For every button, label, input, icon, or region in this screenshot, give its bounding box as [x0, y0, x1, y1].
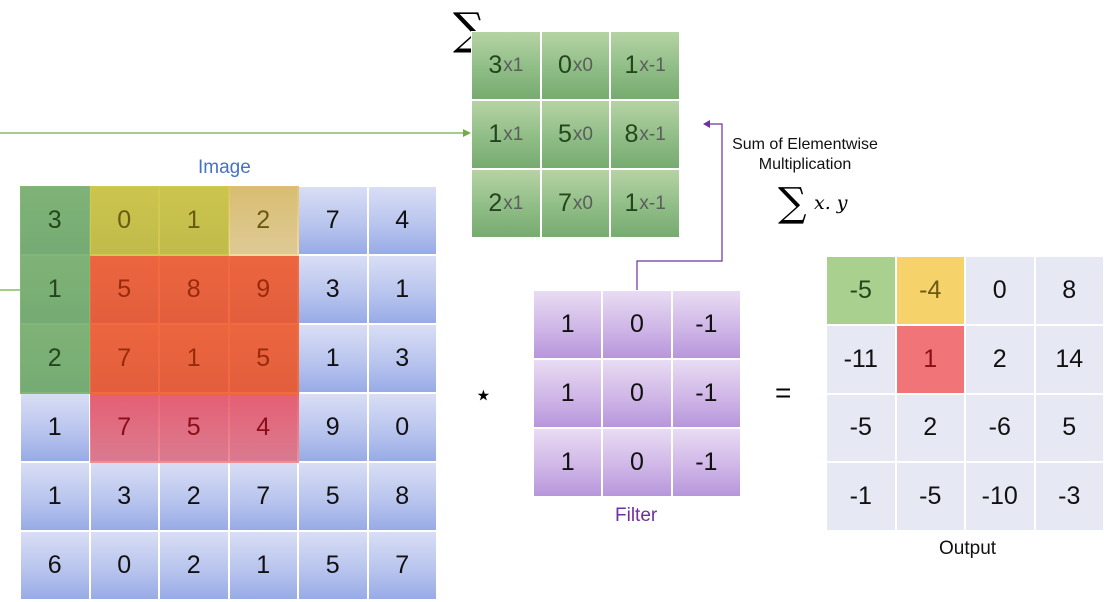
multiplication-value: 3	[488, 51, 503, 79]
filter-label: Filter	[615, 505, 658, 526]
image-cell: 7	[228, 462, 298, 531]
image-cell: 2	[159, 462, 229, 531]
image-cell: 1	[367, 255, 437, 324]
image-cell: 2	[159, 531, 229, 600]
convolution-operator: ⋆	[474, 379, 493, 412]
image-label: Image	[198, 157, 251, 178]
output-cell: -5	[826, 256, 896, 325]
image-cell: 4	[367, 186, 437, 255]
image-cell: 8	[367, 462, 437, 531]
filter-cell: -1	[671, 359, 741, 428]
output-cell: 2	[895, 393, 965, 463]
output-cell: -3	[1034, 462, 1104, 531]
filter-cell: 0	[602, 290, 672, 359]
output-cell: 8	[1034, 256, 1104, 325]
formula-expression: x. y	[814, 192, 848, 214]
output-cell: -10	[965, 462, 1035, 531]
equals-operator: =	[775, 377, 792, 408]
image-cell: 6	[20, 531, 90, 600]
image-cell: 3	[89, 462, 159, 531]
multiplication-value: 1	[624, 189, 639, 217]
multiplication-weight: x-1	[639, 123, 666, 145]
output-cell: -1	[826, 462, 896, 531]
filter-cell: -1	[671, 290, 741, 359]
filter-cell: 0	[602, 359, 672, 428]
image-cell: 5	[298, 462, 368, 531]
multiplication-weight: x0	[572, 192, 593, 214]
filter-cell: 1	[533, 428, 603, 497]
output-cell: 2	[965, 324, 1035, 394]
image-cell: 7	[367, 531, 437, 600]
multiplication-weight: x1	[503, 123, 524, 145]
purple-arrow-head	[703, 120, 710, 128]
multiplication-weight: x-1	[639, 192, 666, 214]
filter-cell: 1	[533, 290, 603, 359]
output-cell: -4	[895, 256, 965, 325]
multiplication-value: 7	[558, 189, 572, 217]
image-cell: 3	[367, 324, 437, 393]
multiplication-weight: x0	[572, 123, 593, 145]
image-cell: 1	[20, 393, 90, 462]
output-cell: -6	[965, 393, 1035, 463]
filter-cell: 0	[602, 428, 672, 497]
multiplication-value: 2	[488, 189, 503, 217]
output-cell: -5	[826, 393, 896, 463]
image-cell: 1	[298, 324, 368, 393]
multiplication-value: 1	[488, 120, 503, 148]
image-cell: 3	[298, 255, 368, 324]
output-cell: 5	[1034, 393, 1104, 463]
multiplication-weight: x1	[503, 192, 524, 214]
image-cell: 0	[367, 393, 437, 462]
output-cell: 14	[1034, 324, 1104, 394]
image-cell: 0	[89, 531, 159, 600]
filter-cell: -1	[671, 428, 741, 497]
multiplication-weight: x-1	[639, 54, 666, 76]
output-label: Output	[939, 538, 997, 559]
output-cell: 0	[965, 256, 1035, 325]
multiplication-value: 5	[558, 120, 572, 148]
multiplication-weight: x1	[503, 54, 524, 76]
sum-annotation-line2: Multiplication	[758, 156, 852, 173]
image-cell: 1	[228, 531, 298, 600]
output-cell: 1	[895, 324, 965, 394]
output-cell: -11	[826, 324, 896, 394]
purple-connector-line	[636, 123, 723, 290]
green-arrow-head	[463, 129, 471, 137]
sum-annotation: Sum of Elementwise Multiplication	[725, 135, 885, 175]
multiplication-value: 8	[624, 120, 639, 148]
filter-cell: 1	[533, 359, 603, 428]
image-cell: 9	[298, 393, 368, 462]
formula-sigma: ∑	[778, 180, 807, 226]
image-cell: 1	[20, 462, 90, 531]
image-cell: 5	[298, 531, 368, 600]
multiplication-value: 1	[624, 51, 639, 79]
sum-annotation-line1: Sum of Elementwise	[732, 136, 878, 153]
output-cell: -5	[895, 462, 965, 531]
multiplication-value: 0	[558, 51, 572, 79]
multiplication-weight: x0	[572, 54, 593, 76]
